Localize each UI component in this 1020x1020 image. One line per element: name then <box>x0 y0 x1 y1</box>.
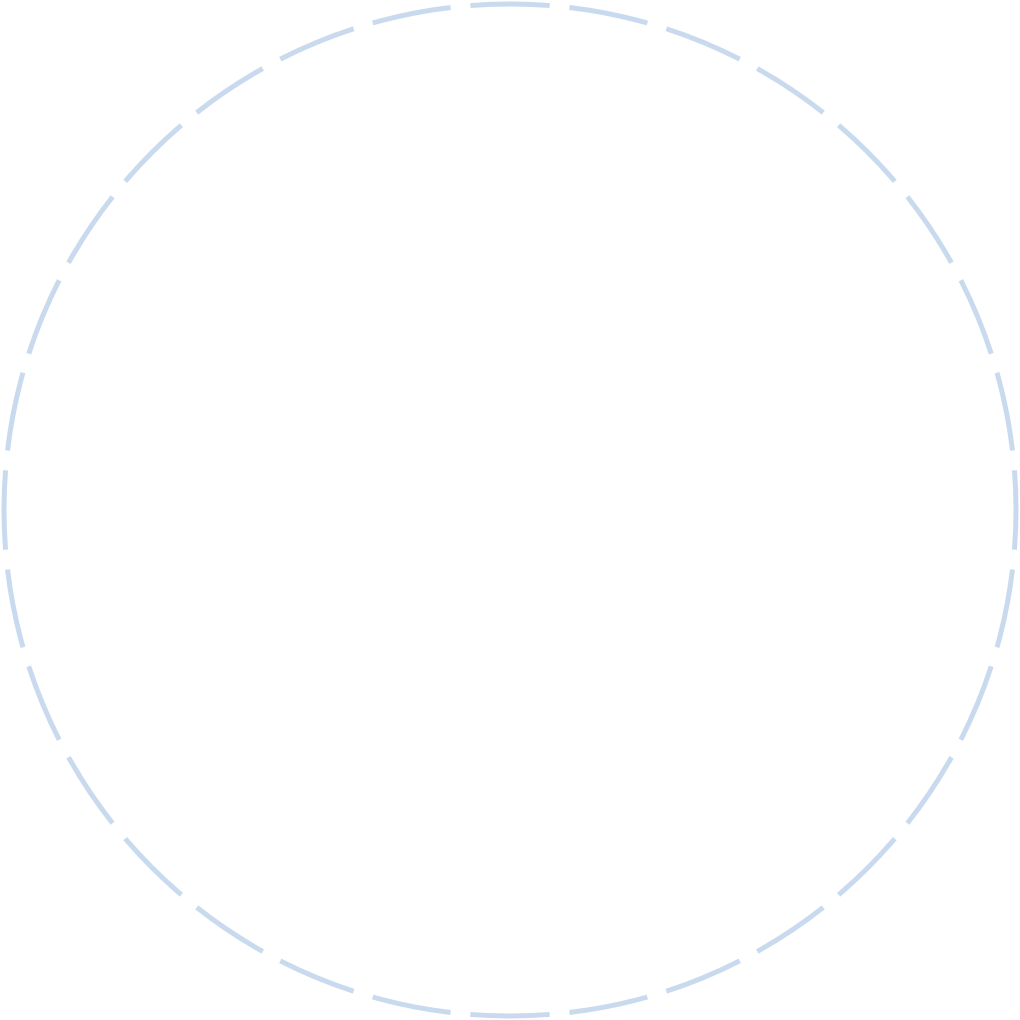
canvas <box>1 1 1019 1019</box>
dashed-circle <box>1 1 1019 1019</box>
